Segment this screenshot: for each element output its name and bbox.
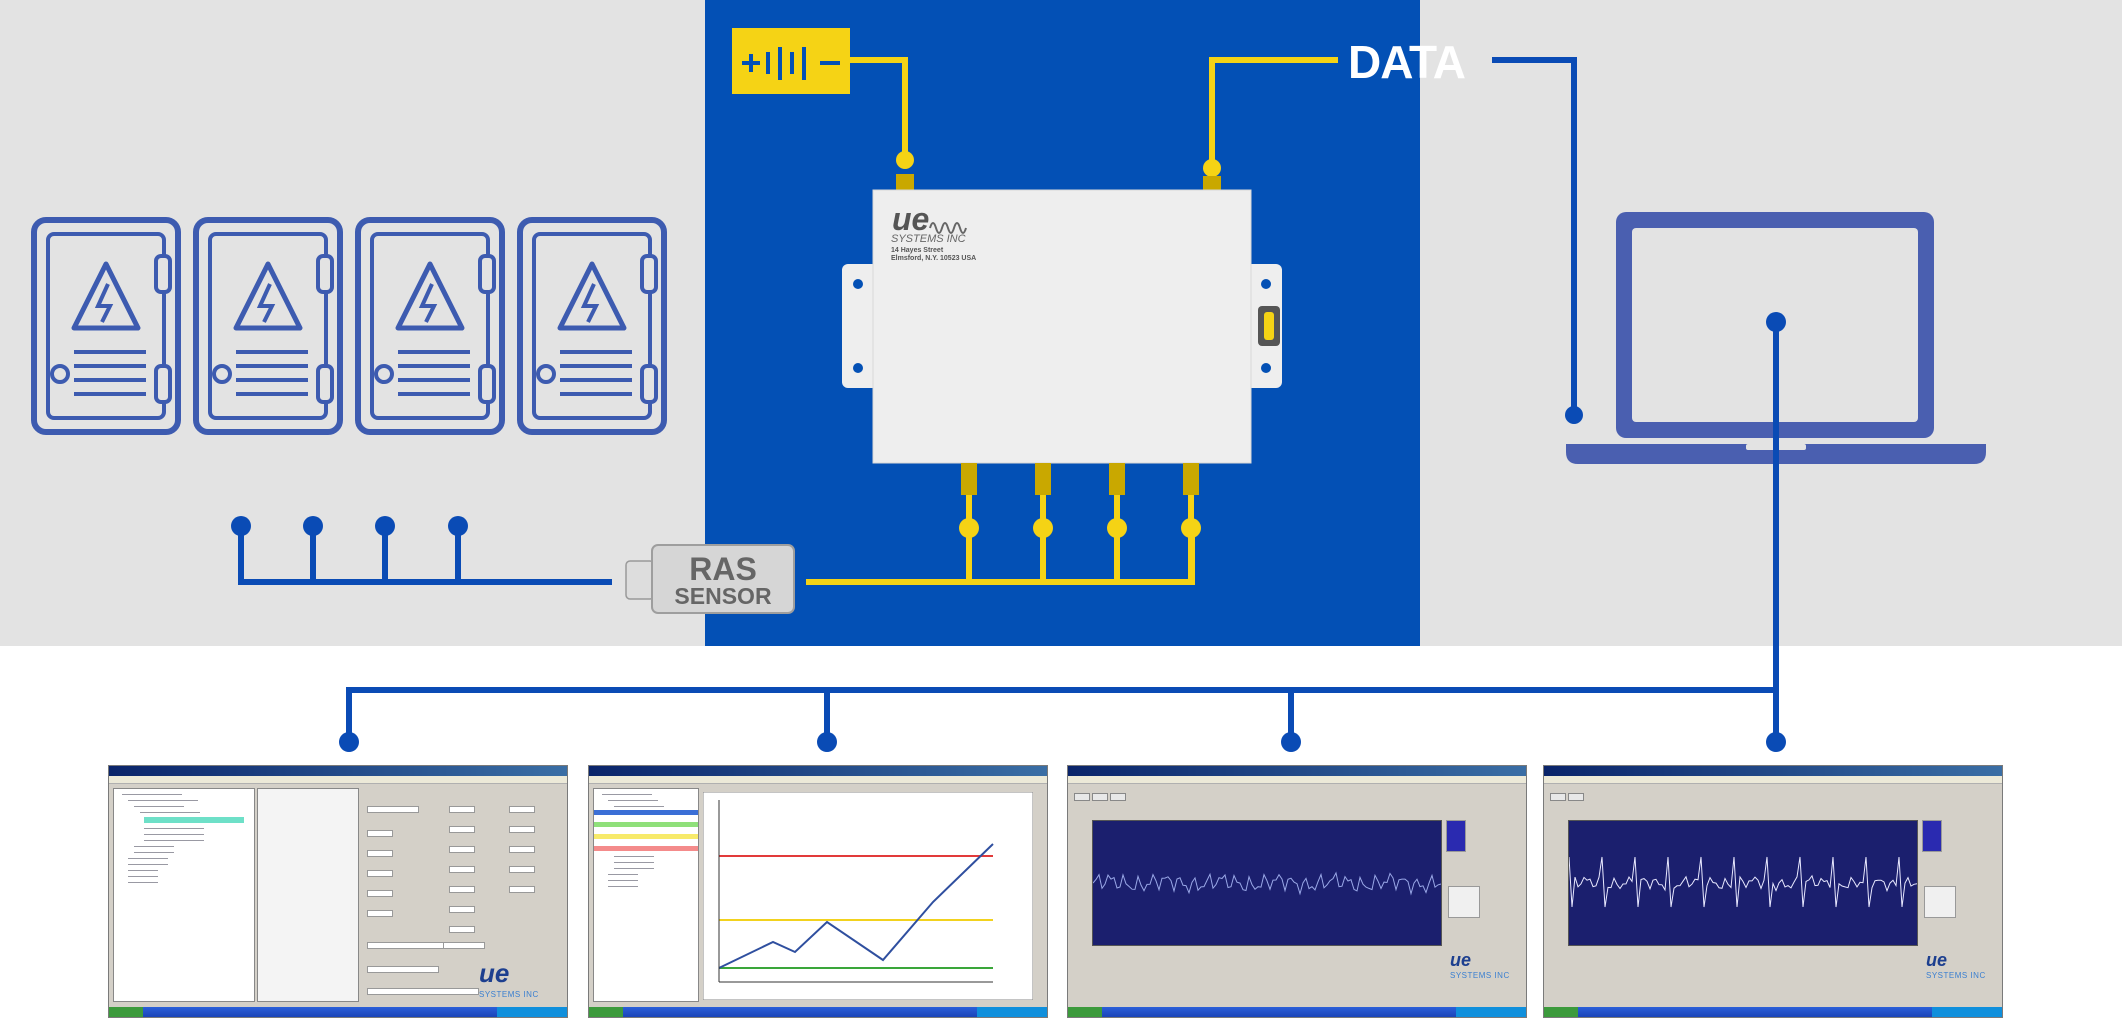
- cabinet-taps: [231, 516, 468, 582]
- sensor-label-line1: RAS: [689, 551, 757, 587]
- tree-panel: [113, 788, 255, 1002]
- screenshot-trend-window: [588, 765, 1048, 1018]
- spectrum-plot: [1092, 820, 1442, 946]
- battery-wire: [850, 57, 908, 160]
- lightning-bolt-icon: [71, 261, 141, 331]
- data-wire-yellow: [1209, 57, 1338, 168]
- waveform-plot: [1568, 820, 1918, 946]
- device-port-node: [1033, 518, 1053, 538]
- screenshot-tap-node: [1766, 732, 1786, 752]
- device-port-node: [1107, 518, 1127, 538]
- device-body: [872, 189, 1252, 464]
- data-wire-node: [1203, 159, 1221, 177]
- device-wave: [929, 222, 967, 234]
- laptop-input-node: [1565, 406, 1583, 424]
- electrical-cabinet-icon: [517, 217, 667, 435]
- electrical-cabinet-icon: [193, 217, 343, 435]
- device-company: SYSTEMS INC: [891, 233, 966, 245]
- device-top-connector-left: [896, 174, 914, 190]
- screenshot-taps: [339, 690, 1786, 752]
- sensor-bus-yellow: [806, 528, 1195, 585]
- device-port-connector: [961, 463, 977, 495]
- battery-wire-node: [896, 151, 914, 169]
- tree-side-panel: [257, 788, 359, 1002]
- battery-icon: [732, 28, 850, 94]
- data-wire-blue: [1492, 57, 1577, 412]
- lightning-bolt-icon: [233, 261, 303, 331]
- cabinet-tap-node: [448, 516, 468, 536]
- screenshot-tap-node: [817, 732, 837, 752]
- screenshot-tap-node: [339, 732, 359, 752]
- window-titlebar: [109, 766, 567, 776]
- device-port-connector: [1035, 463, 1051, 495]
- cabinet-tap-node: [303, 516, 323, 536]
- screenshot-tap-node: [1281, 732, 1301, 752]
- tree-panel: [593, 788, 699, 1002]
- left-gray-panel: [0, 0, 705, 646]
- device-flange-left: [842, 264, 878, 388]
- device-top-connector-right: [1203, 176, 1221, 190]
- electrical-cabinet-icon: [31, 217, 181, 435]
- device-port-node: [959, 518, 979, 538]
- cabinet-tap-node: [231, 516, 251, 536]
- ras-sensor: RAS SENSOR: [625, 544, 795, 614]
- device-brand: ue: [892, 201, 929, 237]
- data-label: DATA: [1348, 36, 1465, 88]
- sensor-label-line2: SENSOR: [674, 583, 772, 609]
- trend-chart: [703, 792, 1033, 1000]
- lightning-bolt-icon: [395, 261, 465, 331]
- cabinet-tap-node: [375, 516, 395, 536]
- lightning-bolt-icon: [557, 261, 627, 331]
- electrical-cabinets: [31, 217, 667, 435]
- screenshot-bus: [346, 687, 1779, 741]
- device-address-line1: 14 Hayes Street: [891, 247, 944, 254]
- device-port-connector: [1109, 463, 1125, 495]
- window-taskbar: [109, 1007, 567, 1017]
- window-menubar: [109, 776, 567, 784]
- device-port-connector: [1183, 463, 1199, 495]
- electrical-cabinet-icon: [355, 217, 505, 435]
- device-address-line2: Elmsford, N.Y. 10523 USA: [891, 255, 976, 262]
